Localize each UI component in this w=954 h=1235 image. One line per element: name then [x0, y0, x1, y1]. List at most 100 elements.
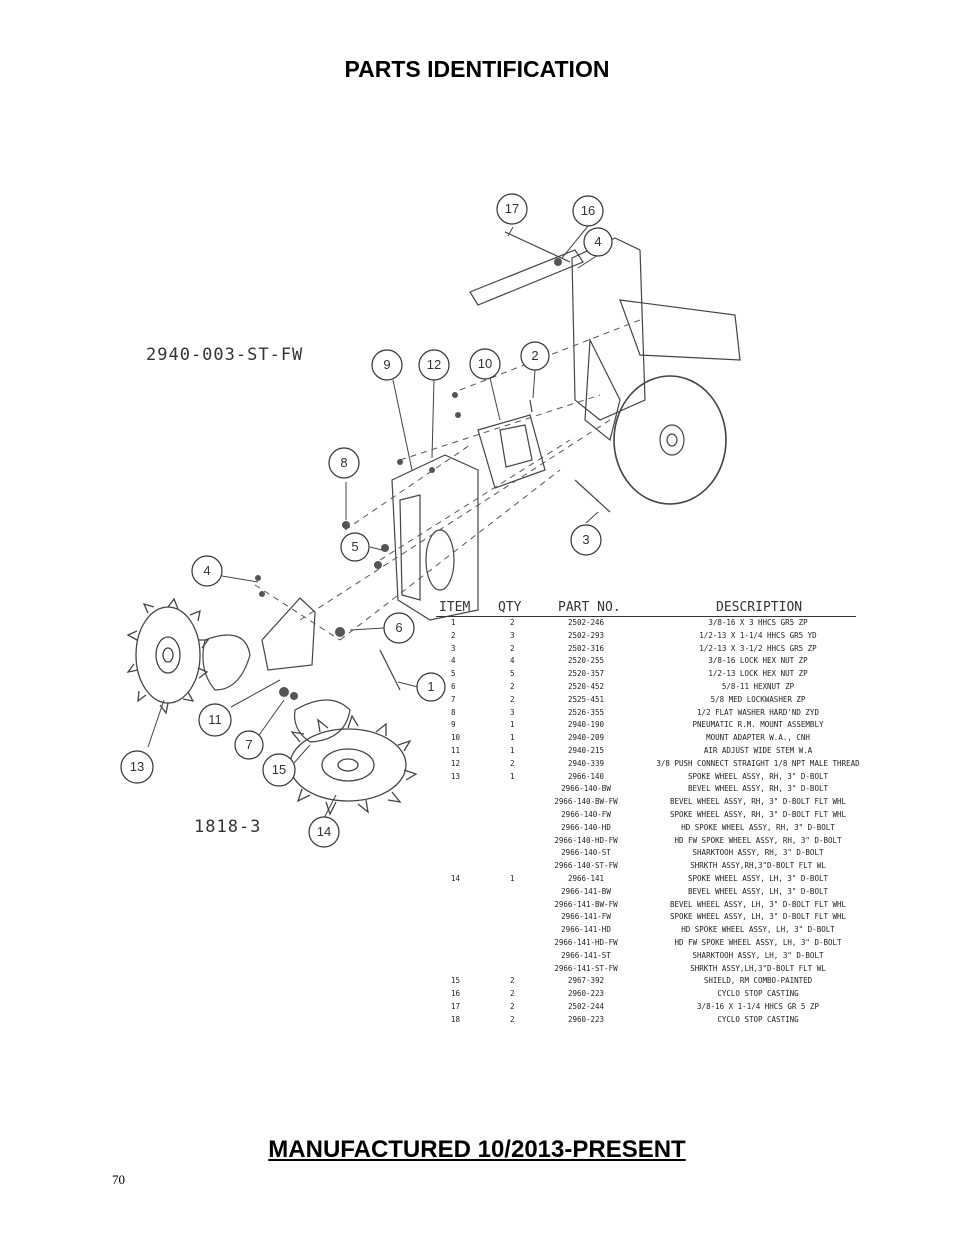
cell-item: 14 — [451, 873, 461, 883]
cell-qty: 1 — [510, 771, 515, 781]
cell-part: 2966-141 — [567, 873, 605, 883]
cell-item: 5 — [451, 669, 456, 679]
cell-desc: HD FW SPOKE WHEEL ASSY, LH, 3" D-BOLT — [674, 937, 842, 947]
callout-6: 6 — [395, 620, 402, 635]
cell-qty: 1 — [510, 873, 515, 883]
header-qty: QTY — [498, 600, 522, 615]
header-part-no: PART NO. — [558, 600, 621, 615]
cell-part: 2966-140-ST-FW — [554, 861, 618, 871]
cell-item: 18 — [451, 1014, 461, 1024]
cell-desc: 3/8-16 X 1-1/4 HHCS GR 5 ZP — [697, 1001, 819, 1011]
cell-qty: 2 — [510, 643, 515, 653]
manufactured-date-heading: MANUFACTURED 10/2013-PRESENT — [268, 1136, 686, 1163]
cell-desc: 1/2-13 LOCK HEX NUT ZP — [708, 669, 808, 679]
callout-9: 9 — [383, 357, 390, 372]
cell-qty: 2 — [510, 1014, 515, 1024]
cell-part: 2966-140-HD — [561, 822, 611, 832]
cell-part: 2966-141-HD — [561, 925, 611, 935]
cell-qty: 2 — [510, 618, 515, 627]
cell-part: 2525-451 — [567, 694, 605, 704]
cell-part: 2966-141-HD-FW — [554, 937, 618, 947]
cell-qty: 2 — [510, 976, 515, 986]
cell-qty: 5 — [510, 669, 515, 679]
cell-desc: BEVEL WHEEL ASSY, LH, 3" D-BOLT — [688, 886, 828, 896]
table-row: 2 3 2502-293 1/2-13 X 1-1/4 HHCS GR5 YD — [436, 630, 856, 643]
cell-desc: SHARKTOOH ASSY, LH, 3" D-BOLT — [692, 950, 824, 960]
cell-item: 12 — [451, 758, 461, 768]
cell-part: 2966-140-BW — [561, 784, 611, 794]
cell-item: 13 — [451, 771, 461, 781]
cell-desc: 5/8-11 HEXNUT ZP — [721, 681, 795, 691]
callout-17: 17 — [505, 201, 519, 216]
table-row: 2966-141-ST SHARKTOOH ASSY, LH, 3" D-BOLT — [436, 950, 856, 963]
callout-15: 15 — [272, 762, 286, 777]
cell-qty: 1 — [510, 720, 515, 730]
table-row: 2966-140-BW BEVEL WHEEL ASSY, RH, 3" D-BO… — [436, 783, 856, 796]
table-row: 18 2 2960-223 CYCLO STOP CASTING — [436, 1014, 856, 1027]
cell-desc: SPOKE WHEEL ASSY, LH, 3" D-BOLT — [688, 873, 828, 883]
cell-desc: CYCLO STOP CASTING — [717, 1014, 799, 1024]
cell-qty: 2 — [510, 681, 515, 691]
cell-part: 2960-223 — [567, 1014, 605, 1024]
cell-part: 2966-140-BW-FW — [554, 797, 618, 807]
cell-part: 2526-355 — [567, 707, 605, 717]
cell-desc: 1/2-13 X 1-1/4 HHCS GR5 YD — [699, 630, 817, 640]
cell-item: 2 — [451, 630, 456, 640]
cell-desc: 5/8 MED LOCKWASHER ZP — [710, 694, 806, 704]
table-row: 2966-140-BW-FW BEVEL WHEEL ASSY, RH, 3" D… — [436, 796, 856, 809]
callout-13: 13 — [130, 759, 144, 774]
cell-part: 2940-339 — [567, 758, 605, 768]
cell-part: 2960-223 — [567, 989, 605, 999]
cell-part: 2967-392 — [567, 976, 605, 986]
cell-part: 2966-140-FW — [561, 809, 611, 819]
cell-item: 6 — [451, 681, 456, 691]
header-description: DESCRIPTION — [716, 600, 803, 615]
callout-14: 14 — [317, 824, 331, 839]
cell-desc: SHRKTH ASSY,LH,3"D-BOLT FLT WL — [690, 963, 826, 973]
cell-desc: BEVEL WHEEL ASSY, RH, 3" D-BOLT FLT WHL — [669, 797, 847, 807]
callout-8: 8 — [340, 455, 347, 470]
callout-16: 16 — [581, 203, 595, 218]
cell-desc: BEVEL WHEEL ASSY, RH, 3" D-BOLT — [688, 784, 828, 794]
cell-desc: 1/2-13 X 3-1/2 HHCS GR5 ZP — [699, 643, 817, 653]
cell-desc: SHIELD, RM COMBO-PAINTED — [703, 976, 813, 986]
cell-part: 2940-209 — [567, 733, 605, 743]
callout-4: 4 — [594, 234, 601, 249]
cell-qty: 3 — [510, 630, 515, 640]
cell-desc: SPOKE WHEEL ASSY, LH, 3" D-BOLT FLT WHL — [669, 912, 847, 922]
cell-item: 8 — [451, 707, 456, 717]
callout-5: 5 — [351, 539, 358, 554]
cell-item: 1 — [451, 618, 456, 627]
cell-desc: 3/8-16 LOCK HEX NUT ZP — [708, 656, 808, 666]
callout-7: 7 — [245, 737, 252, 752]
cell-qty: 2 — [510, 989, 515, 999]
cell-item: 4 — [451, 656, 456, 666]
cell-part: 2502-293 — [567, 630, 605, 640]
callout-2: 2 — [531, 348, 538, 363]
cell-part: 2966-140-HD-FW — [554, 835, 618, 845]
cell-desc: HD FW SPOKE WHEEL ASSY, RH, 3" D-BOLT — [674, 835, 842, 845]
cell-part: 2966-141-ST — [561, 950, 611, 960]
cell-desc: 1/2 FLAT WASHER HARD'ND ZYD — [697, 707, 819, 717]
callout-3: 3 — [582, 532, 589, 547]
cell-item: 7 — [451, 694, 456, 704]
callout-4b: 4 — [203, 563, 210, 578]
